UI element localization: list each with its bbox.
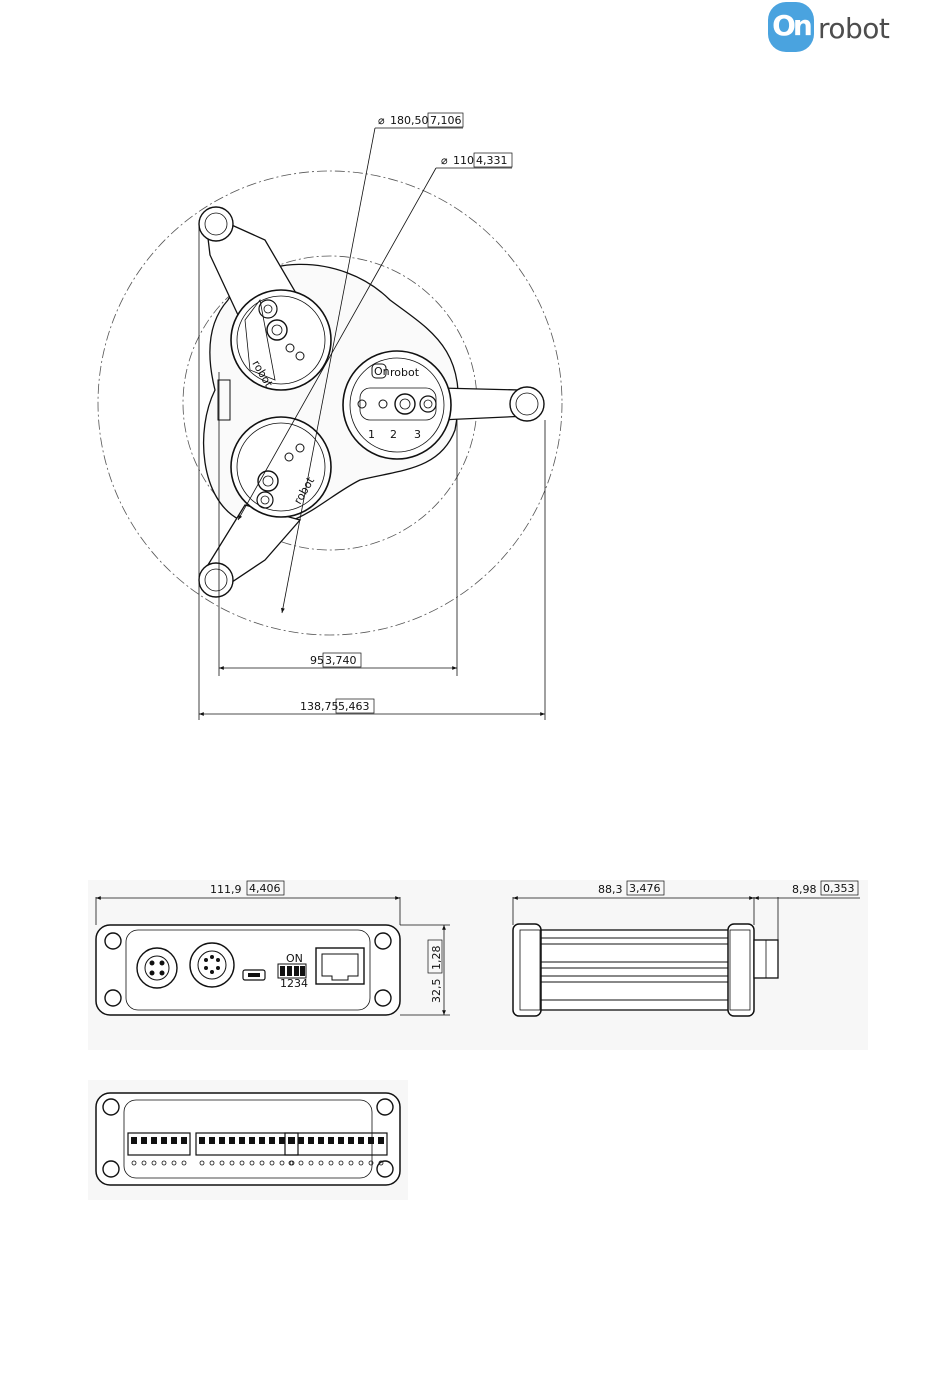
gripper-module-top: robot xyxy=(231,290,331,390)
terminal-slot xyxy=(171,1137,177,1144)
gripper-right-logo: robot xyxy=(390,366,420,379)
box-side-housing xyxy=(540,930,730,1010)
upper-arm-tip xyxy=(199,207,233,241)
compute-box-rear-view xyxy=(88,1080,408,1200)
terminal-slot xyxy=(259,1137,265,1144)
terminal-slot xyxy=(209,1137,215,1144)
box-height-value: 32,5 xyxy=(430,979,443,1004)
outer-diameter-symbol: ⌀ xyxy=(378,114,385,127)
right-arm-tip xyxy=(510,387,544,421)
terminal-slot xyxy=(338,1137,344,1144)
lower-arm xyxy=(199,505,300,597)
gripper-right-mark-3: 3 xyxy=(414,428,421,441)
gripper-module-bottom: robot xyxy=(231,417,331,517)
gripper-right-badge: On xyxy=(374,365,390,378)
terminal-slot xyxy=(298,1137,304,1144)
outer-width-inch: 5,463 xyxy=(338,700,370,713)
inner-width-inch: 3,740 xyxy=(325,654,357,667)
outer-width-value: 138,75 xyxy=(300,700,339,713)
inner-diameter-inch: 4,331 xyxy=(476,154,508,167)
terminal-slot xyxy=(141,1137,147,1144)
right-arm xyxy=(440,387,544,421)
inner-diameter-value: 110 xyxy=(453,154,474,167)
box-width-value: 111,9 xyxy=(210,883,242,896)
inner-diameter-symbol: ⌀ xyxy=(441,154,448,167)
lower-arm-tip xyxy=(199,563,233,597)
box-length-value: 88,3 xyxy=(598,883,623,896)
terminal-slot xyxy=(348,1137,354,1144)
connector-depth-value: 8,98 xyxy=(792,883,817,896)
terminal-slot xyxy=(269,1137,275,1144)
box-length-inch: 3,476 xyxy=(629,882,661,895)
terminal-slot xyxy=(308,1137,314,1144)
terminal-slot xyxy=(151,1137,157,1144)
outer-diameter-inch: 7,106 xyxy=(430,114,462,127)
box-width-inch: 4,406 xyxy=(249,882,281,895)
terminal-slot xyxy=(288,1137,294,1144)
terminal-slot xyxy=(368,1137,374,1144)
terminal-slot xyxy=(358,1137,364,1144)
box-height-inch: 1,28 xyxy=(430,946,443,971)
terminal-slot xyxy=(378,1137,384,1144)
dip-number-1: 1 xyxy=(280,977,287,990)
terminal-slot xyxy=(229,1137,235,1144)
terminal-slot xyxy=(219,1137,225,1144)
outer-diameter-value: 180,50 xyxy=(390,114,429,127)
dip-number-4: 4 xyxy=(301,977,308,990)
connector-depth-inch: 0,353 xyxy=(823,882,855,895)
gripper-right-mark-1: 1 xyxy=(368,428,375,441)
terminal-slot xyxy=(199,1137,205,1144)
gripper-top-view: robot On robot 1 2 3 xyxy=(98,113,562,720)
terminal-slot xyxy=(249,1137,255,1144)
terminal-slot xyxy=(318,1137,324,1144)
terminal-slot xyxy=(279,1137,285,1144)
box-side-end-cap-left xyxy=(513,924,541,1016)
terminal-slot xyxy=(161,1137,167,1144)
gripper-module-right: On robot 1 2 3 xyxy=(343,351,451,459)
dip-on-label: ON xyxy=(286,952,303,965)
gripper-right-mark-2: 2 xyxy=(390,428,397,441)
dip-number-2: 2 xyxy=(287,977,294,990)
terminal-slot xyxy=(181,1137,187,1144)
inner-width-value: 95 xyxy=(310,654,324,667)
terminal-slot xyxy=(131,1137,137,1144)
dip-number-3: 3 xyxy=(294,977,301,990)
terminal-slot xyxy=(328,1137,334,1144)
terminal-slot xyxy=(239,1137,245,1144)
